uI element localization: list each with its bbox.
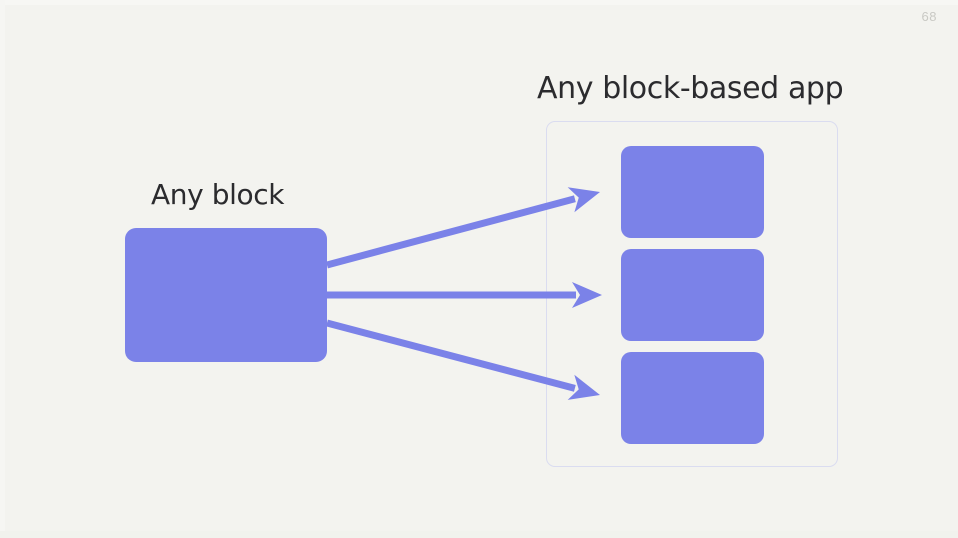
app-panel-block-2 (621, 249, 764, 341)
heading-any-block-based-app: Any block-based app (537, 71, 844, 106)
arrow-to-block-3-shaft (326, 319, 576, 392)
slide-top-edge (0, 0, 958, 5)
heading-any-block: Any block (151, 178, 285, 211)
slide-bottom-edge (0, 531, 958, 538)
slide-left-edge (0, 0, 5, 538)
app-panel-block-1 (621, 146, 764, 238)
page-number: 68 (921, 9, 937, 24)
source-block (125, 228, 327, 362)
arrow-to-block-1-shaft (326, 195, 576, 269)
app-panel-block-3 (621, 352, 764, 444)
